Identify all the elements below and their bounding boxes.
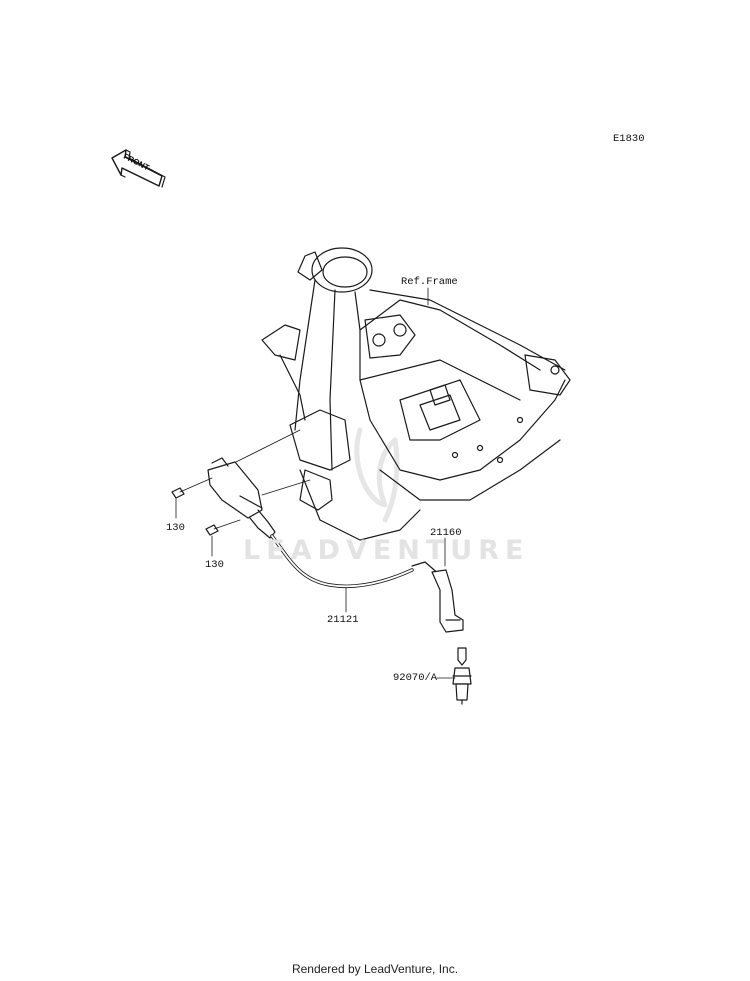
watermark-text: LEADVENTURE: [243, 535, 530, 566]
ignition-cable: [270, 534, 414, 589]
footer-credit: Rendered by LeadVenture, Inc.: [291, 962, 459, 976]
bolt-upper-part: [171, 477, 213, 499]
watermark-logo-icon: [354, 427, 400, 523]
label-ignition-coil[interactable]: 21121: [327, 614, 359, 626]
ignition-coil-part: [207, 429, 311, 539]
label-plug-cap[interactable]: 21160: [430, 527, 462, 539]
label-ref-frame[interactable]: Ref.Frame: [401, 276, 458, 288]
label-bolt-upper[interactable]: 130: [166, 522, 185, 534]
spark-plug-part: [452, 647, 472, 705]
leader-lines: [175, 287, 456, 679]
label-spark-plug[interactable]: 92070/A: [393, 672, 438, 684]
label-bolt-lower[interactable]: 130: [205, 559, 224, 571]
front-arrow-icon: [111, 149, 166, 188]
spark-plug-cap-part: [411, 561, 464, 633]
bolt-lower-part: [205, 519, 241, 536]
frame-assembly: [261, 247, 571, 541]
diagram-code: E1830: [613, 133, 645, 145]
